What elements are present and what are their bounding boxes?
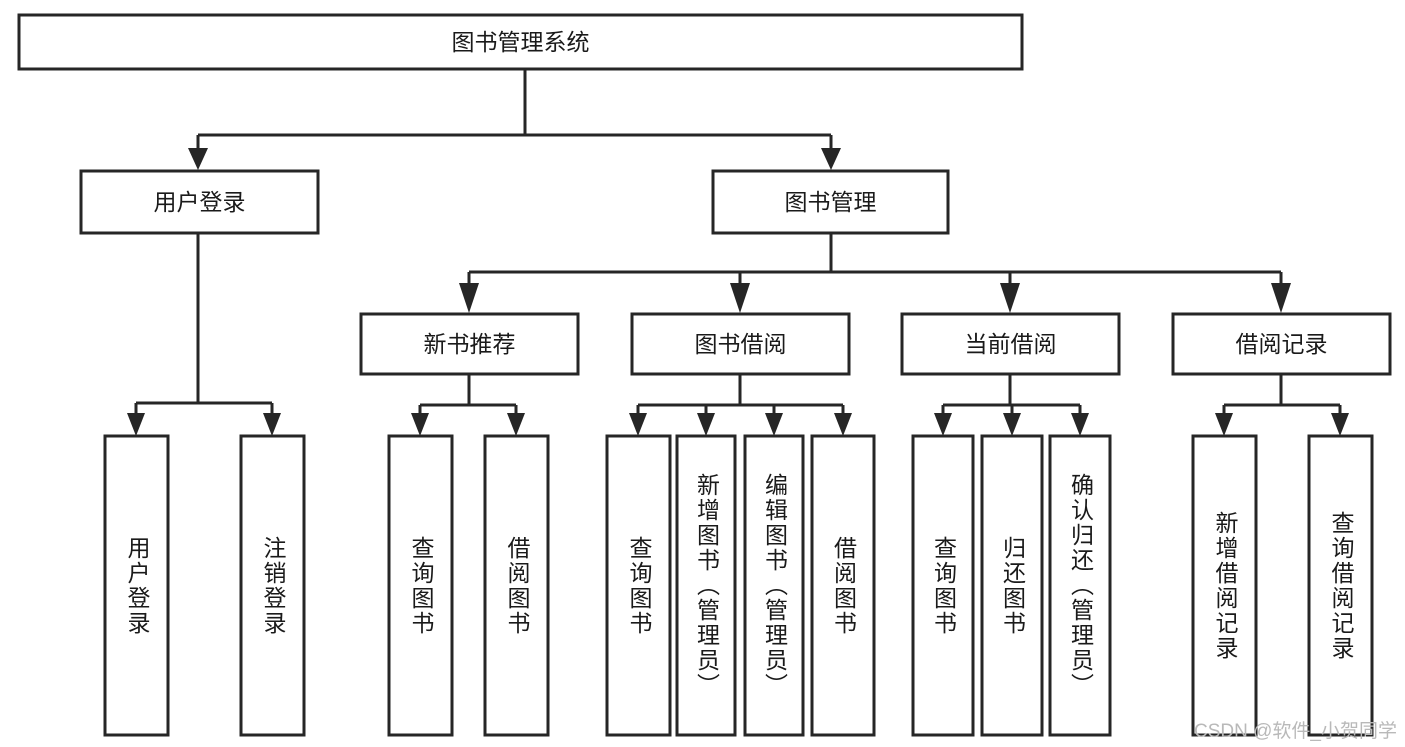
connector-new-book-recommend-to-leaves: [418, 374, 518, 415]
arrow-head-leaf-logout: [263, 413, 281, 436]
connector-book-borrow-to-leaves: [636, 374, 845, 415]
arrow-head-leaf-borrow-book-1: [507, 413, 525, 436]
node-box-leaf-borrow-book-1[interactable]: [483, 434, 550, 737]
node-box-leaf-return-book[interactable]: [980, 434, 1044, 737]
arrow-head-leaf-add-book: [697, 413, 715, 436]
arrow-head-leaf-query-book-1: [411, 413, 429, 436]
connector-book-manage-to-level2: [467, 233, 1283, 285]
arrow-head-leaf-return-book: [1003, 413, 1021, 436]
arrow-head-borrow-record: [1271, 283, 1291, 313]
arrow-head-leaf-edit-book: [765, 413, 783, 436]
node-box-leaf-logout[interactable]: [239, 434, 306, 737]
node-box-leaf-query-book-2[interactable]: [605, 434, 672, 737]
node-box-current-borrow[interactable]: [900, 312, 1121, 376]
arrow-head-leaf-query-book-3: [934, 413, 952, 436]
arrow-head-book-borrow: [730, 283, 750, 313]
arrow-head-leaf-borrow-book-2: [834, 413, 852, 436]
arrow-head-leaf-confirm-return: [1071, 413, 1089, 436]
node-box-leaf-add-book[interactable]: [675, 434, 737, 737]
node-box-new-book-recommend[interactable]: [359, 312, 580, 376]
arrow-head-leaf-user-login: [127, 413, 145, 436]
node-box-leaf-borrow-book-2[interactable]: [810, 434, 876, 737]
arrow-head-leaf-query-record: [1331, 413, 1349, 436]
node-box-borrow-record[interactable]: [1171, 312, 1392, 376]
arrow-head-new-book-recommend: [459, 283, 479, 313]
node-box-leaf-confirm-return[interactable]: [1048, 434, 1112, 737]
arrow-head-book-manage: [821, 148, 841, 170]
node-box-leaf-query-book-1[interactable]: [387, 434, 454, 737]
node-box-book-manage[interactable]: [711, 169, 950, 235]
node-box-leaf-query-record[interactable]: [1307, 434, 1374, 737]
connector-user-login-to-leaves: [134, 233, 274, 415]
node-box-root[interactable]: [17, 13, 1024, 71]
connector-borrow-record-to-leaves: [1222, 374, 1342, 415]
connector-root-to-level1: [196, 69, 833, 150]
node-box-user-login[interactable]: [79, 169, 320, 235]
arrow-head-leaf-query-book-2: [629, 413, 647, 436]
connector-current-borrow-to-leaves: [941, 374, 1082, 415]
node-box-leaf-edit-book[interactable]: [743, 434, 805, 737]
node-box-leaf-add-record[interactable]: [1191, 434, 1258, 737]
node-box-leaf-query-book-3[interactable]: [911, 434, 975, 737]
arrow-head-user-login: [188, 148, 208, 170]
node-box-book-borrow[interactable]: [630, 312, 851, 376]
arrow-head-current-borrow: [1000, 283, 1020, 313]
node-box-leaf-user-login[interactable]: [103, 434, 170, 737]
arrow-head-leaf-add-record: [1215, 413, 1233, 436]
